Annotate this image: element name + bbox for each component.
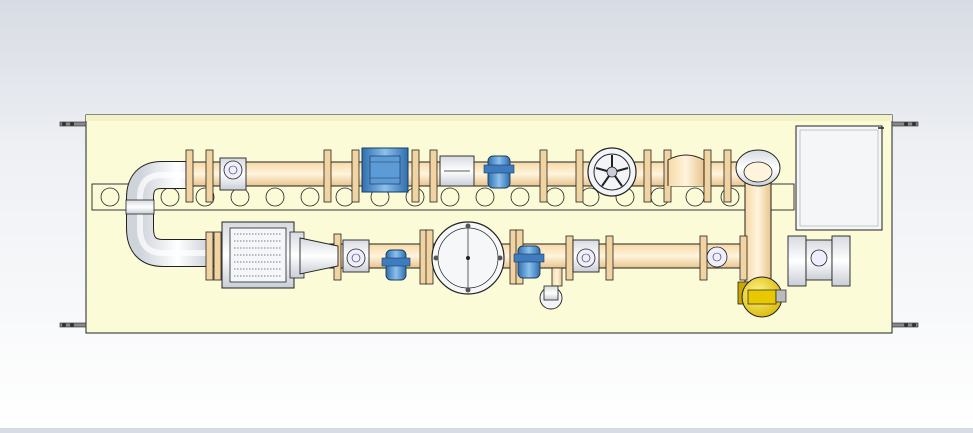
beam-hole xyxy=(440,187,460,207)
pipe-flange xyxy=(703,149,712,203)
pipe-flange xyxy=(605,235,614,281)
pressure-transmitter xyxy=(381,249,411,281)
pipe-flange xyxy=(723,149,732,203)
reducer xyxy=(299,237,339,275)
pipe-flange xyxy=(205,149,214,203)
beam-hole xyxy=(510,187,530,207)
check-valve xyxy=(439,155,475,187)
pipe-flange xyxy=(643,149,652,203)
pipe-flange xyxy=(185,149,194,203)
drain-valve xyxy=(539,267,563,310)
gate-valve xyxy=(706,246,728,268)
pipe-flange xyxy=(205,231,214,281)
gate-valve xyxy=(572,239,600,273)
beam-hole xyxy=(300,187,320,207)
gate-valve xyxy=(342,239,370,273)
lifting-lug-top-right xyxy=(891,121,919,127)
beam-hole xyxy=(160,187,180,207)
actuated-valve xyxy=(737,276,787,318)
pipe-flange xyxy=(213,231,222,281)
beam-hole xyxy=(265,187,285,207)
beam-hole xyxy=(335,187,355,207)
pipe-flange xyxy=(565,235,574,281)
pipe-flange xyxy=(351,149,360,203)
gate-valve xyxy=(219,157,247,191)
beam-hole xyxy=(545,187,565,207)
loop-fitting xyxy=(667,154,705,186)
pipe-flange xyxy=(739,235,748,281)
strainer xyxy=(431,221,505,295)
pipe-flange xyxy=(411,149,420,203)
lifting-lug-bottom-right xyxy=(891,322,919,328)
pipe-flange xyxy=(429,149,438,203)
beam-hole xyxy=(475,187,495,207)
end-valve xyxy=(787,235,851,287)
lifting-lug-top-left xyxy=(59,121,87,127)
lifting-lug-bottom-left xyxy=(59,322,87,328)
pipe-flange xyxy=(539,149,548,203)
riser-right xyxy=(735,149,781,291)
beam-hole xyxy=(100,187,120,207)
pipe-flange xyxy=(575,149,584,203)
pipe-elbow-left xyxy=(125,161,215,267)
beam-hole xyxy=(685,187,705,207)
pipe-flanges xyxy=(185,149,748,285)
beam-hole xyxy=(230,187,250,207)
pipe-flange xyxy=(323,149,332,203)
support-beam-holes xyxy=(100,187,740,207)
pressure-transmitter xyxy=(483,155,515,189)
pipe-flange xyxy=(699,235,708,281)
handwheel-valve xyxy=(587,147,637,197)
motor-cooling-fins xyxy=(234,233,282,277)
flow-meter xyxy=(361,147,409,193)
pressure-transmitter xyxy=(513,245,545,279)
pump-motor xyxy=(221,221,305,289)
control-panel xyxy=(795,125,884,231)
